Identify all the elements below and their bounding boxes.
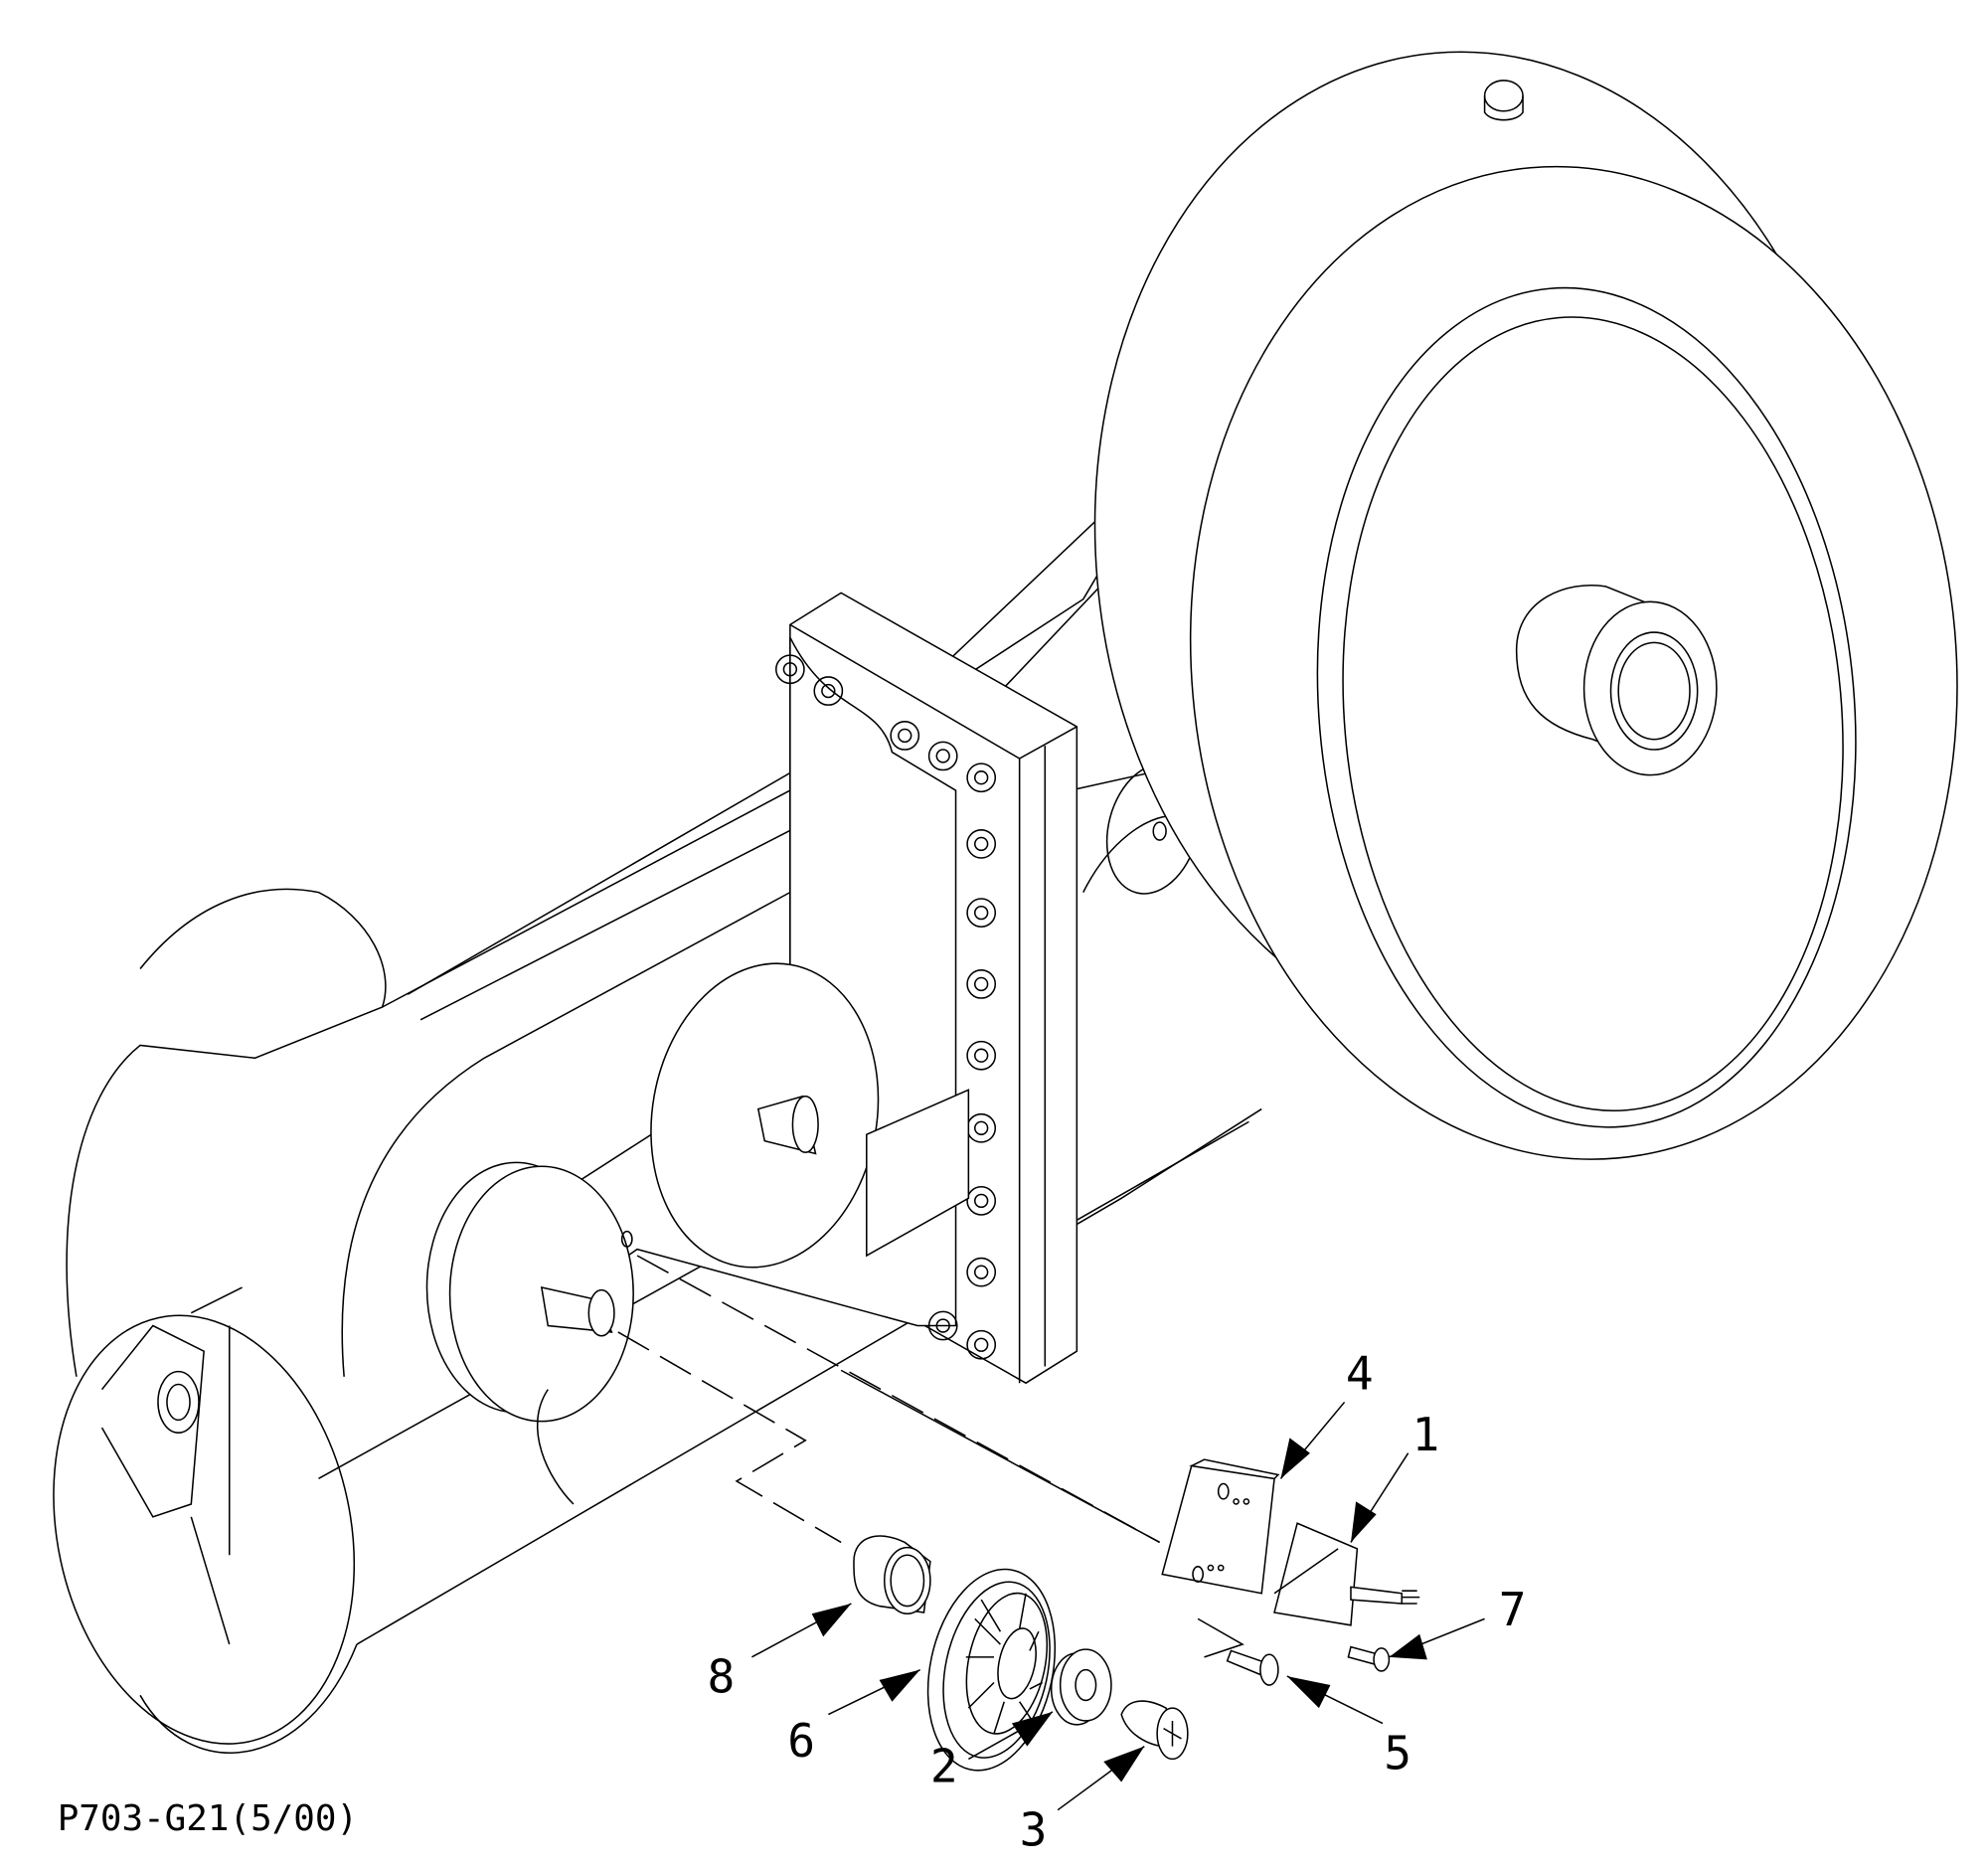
part-6-pulley <box>926 1568 1057 1772</box>
part-1-sensor <box>1273 1522 1420 1626</box>
drawing-code: P703-G21(5/00) <box>58 1798 358 1839</box>
part-7-screw <box>1347 1645 1391 1672</box>
lower-shaft-disk <box>425 1161 634 1505</box>
assembly-lines <box>617 1255 1244 1658</box>
large-pulley <box>1093 51 1958 1160</box>
bolt-column <box>775 654 997 1360</box>
part-4-block <box>1161 1458 1280 1595</box>
callout-leaders <box>751 1401 1485 1811</box>
callout-2: 2 <box>930 1739 958 1792</box>
part-2-washer <box>1050 1648 1112 1726</box>
callout-1: 1 <box>1412 1408 1440 1461</box>
part-3-screw <box>1120 1700 1189 1761</box>
callout-4: 4 <box>1346 1347 1374 1401</box>
part-5-screw <box>1226 1649 1279 1686</box>
upper-shaft-disk <box>650 962 970 1269</box>
callout-5: 5 <box>1384 1727 1411 1780</box>
callout-8: 8 <box>708 1650 736 1704</box>
callout-6: 6 <box>787 1714 815 1768</box>
callout-labels: 1 2 3 4 5 6 7 8 P703-G21(5/00) <box>58 1347 1527 1857</box>
part-8-bushing <box>853 1535 931 1615</box>
callout-3: 3 <box>1020 1803 1048 1857</box>
callout-7: 7 <box>1499 1583 1527 1636</box>
